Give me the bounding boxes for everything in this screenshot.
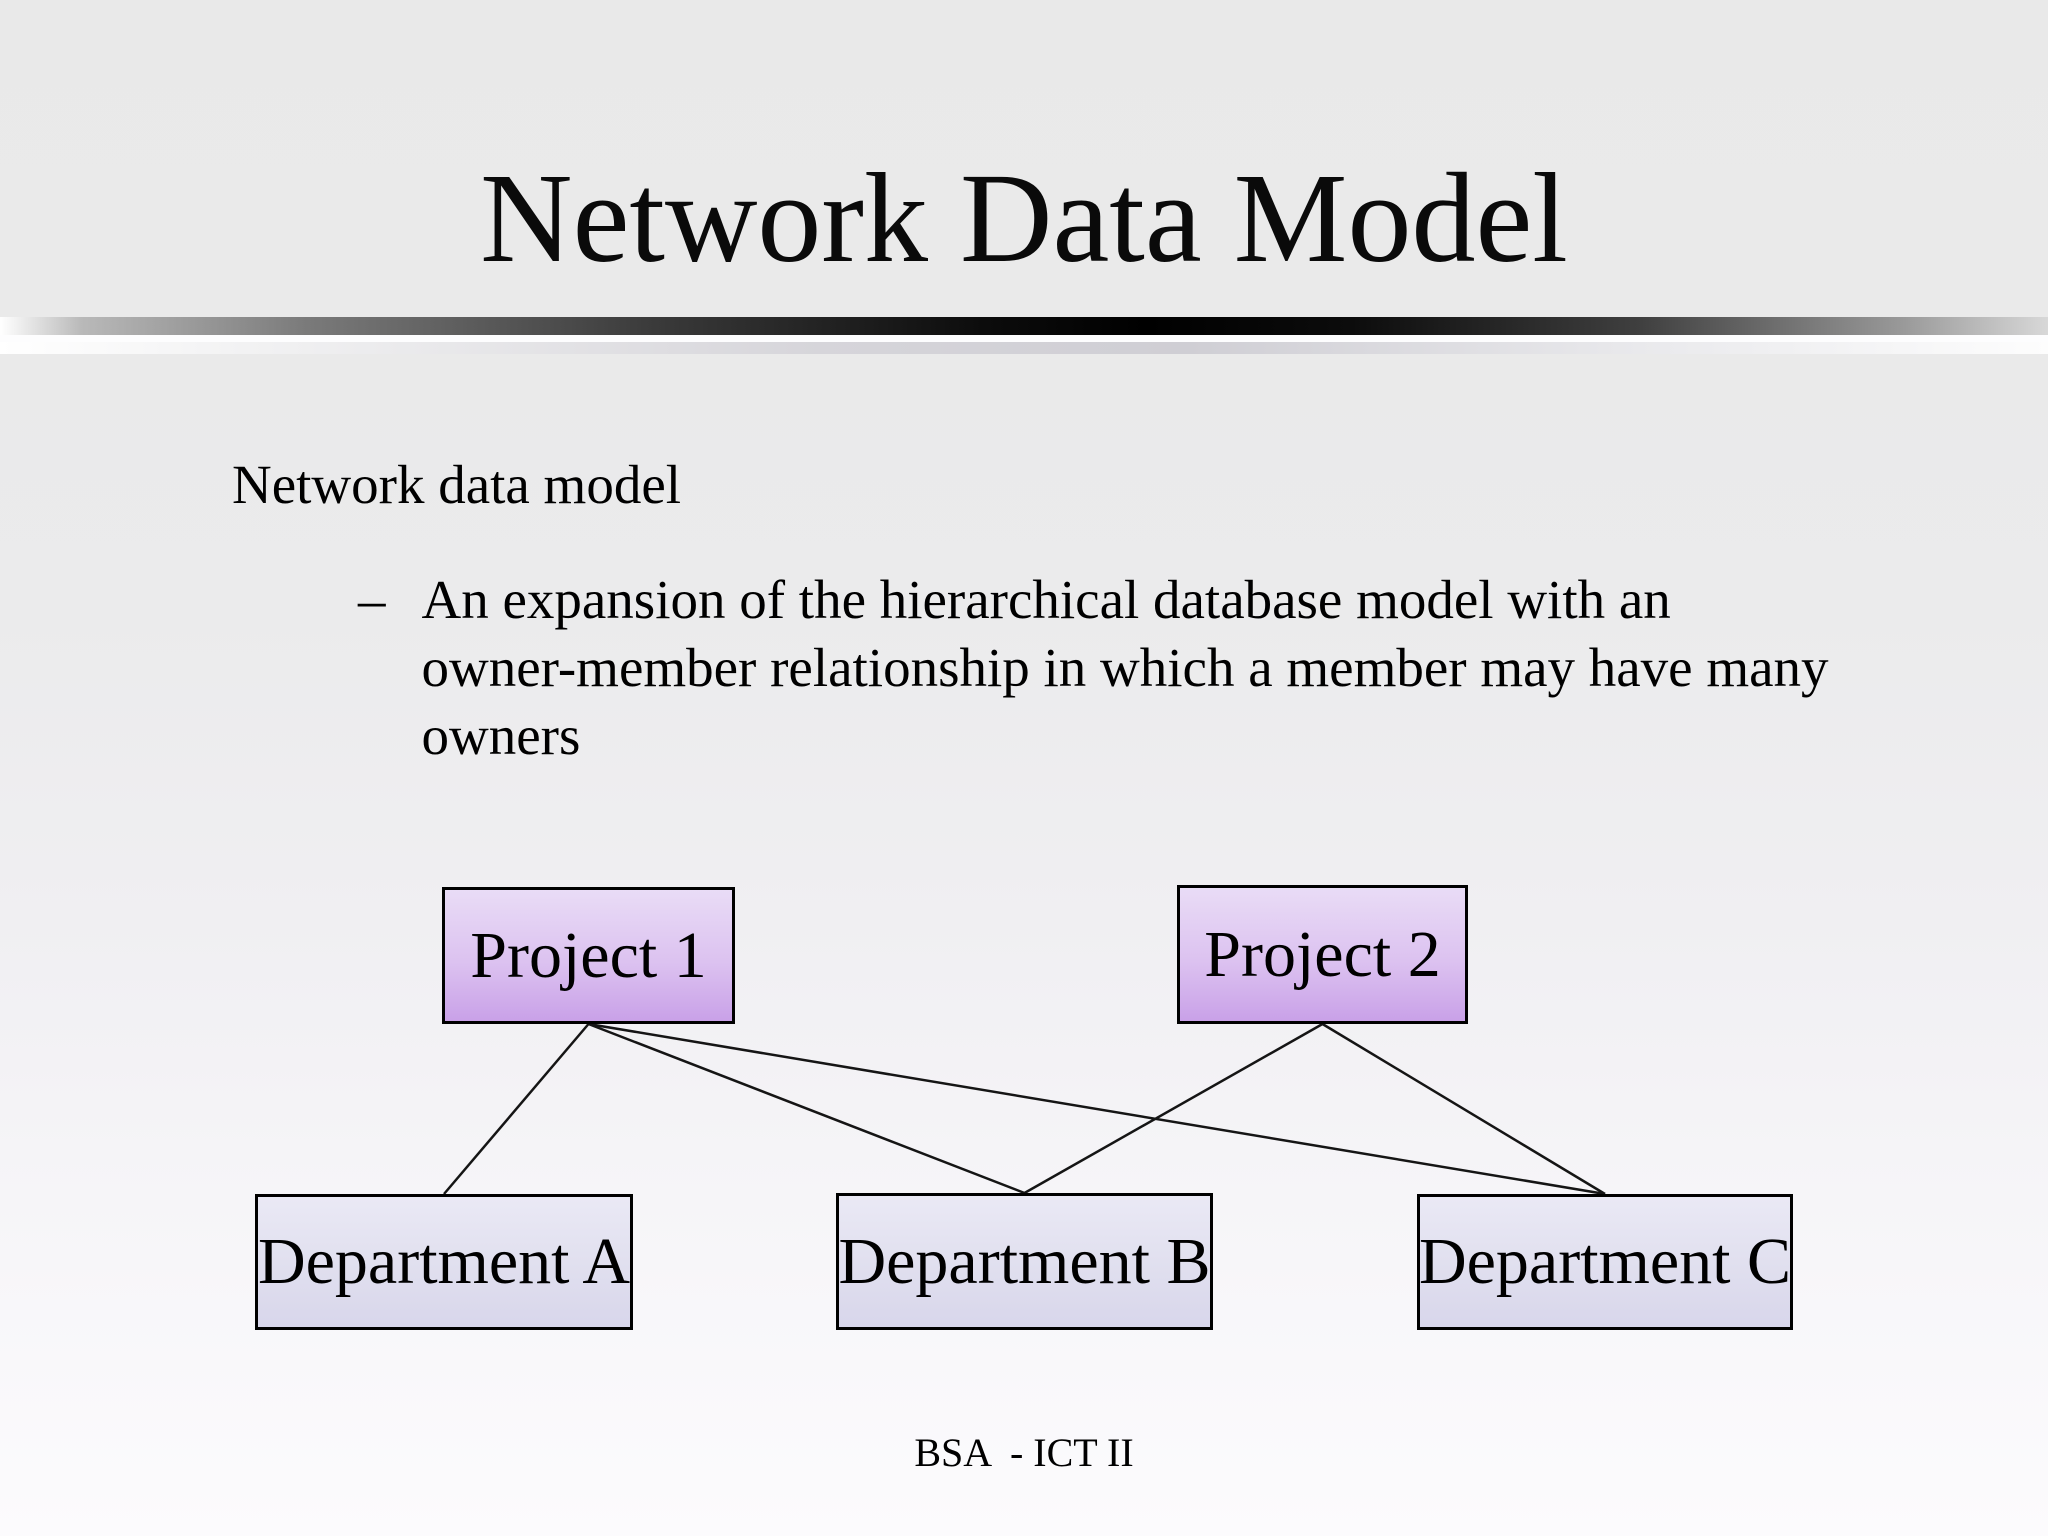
bullet-item: – An expansion of the hierarchical datab… <box>358 566 1922 770</box>
title-divider-gap <box>0 335 2048 342</box>
title-divider-highlight <box>0 342 2048 354</box>
body-heading: Network data model <box>232 454 682 515</box>
department-c-label: Department C <box>1418 1225 1792 1298</box>
department-a-box: Department A <box>255 1194 633 1330</box>
project2-box: Project 2 <box>1177 885 1468 1024</box>
footer-text: BSA - ICT II <box>914 1430 1134 1475</box>
project2-label: Project 2 <box>1204 917 1441 991</box>
department-b-box: Department B <box>836 1193 1213 1330</box>
title-divider-bar <box>0 317 2048 335</box>
department-a-label: Department A <box>257 1225 631 1298</box>
department-b-label: Department B <box>838 1224 1211 1298</box>
project1-box: Project 1 <box>442 887 735 1024</box>
bullet-text: An expansion of the hierarchical databas… <box>421 569 1829 766</box>
department-c-box: Department C <box>1417 1194 1793 1330</box>
bullet-dash-marker: – <box>358 569 386 630</box>
project1-label: Project 1 <box>470 918 707 992</box>
slide-title: Network Data Model <box>480 147 1568 289</box>
